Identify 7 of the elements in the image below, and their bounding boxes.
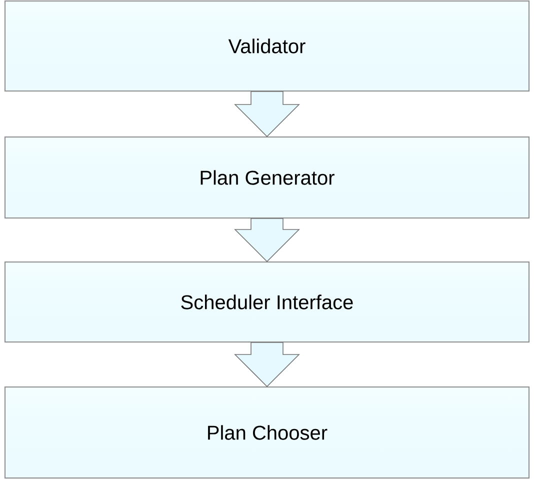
arrow [234, 342, 300, 388]
process-box: Validator [4, 0, 530, 92]
arrow [234, 218, 300, 262]
process-box: Plan Generator [4, 136, 530, 218]
arrow [234, 91, 300, 138]
process-box: Scheduler Interface [4, 262, 530, 342]
process-box: Plan Chooser [4, 386, 530, 478]
